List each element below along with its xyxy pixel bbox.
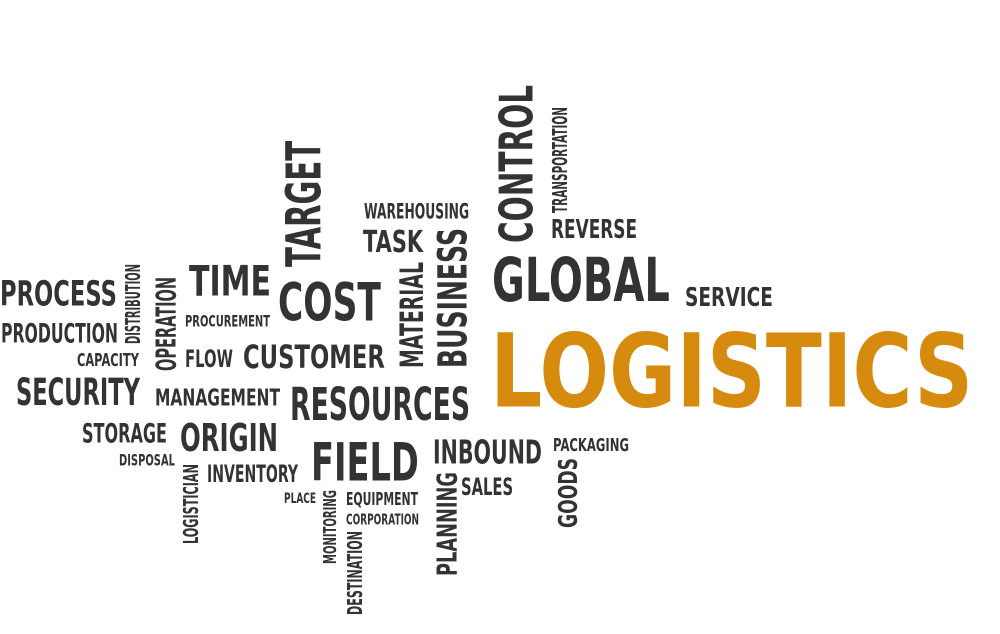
word-goods: GOODS: [552, 457, 584, 528]
word-capacity: CAPACITY: [77, 349, 139, 371]
word-destination: DESTINATION: [343, 530, 367, 615]
word-disposal: DISPOSAL: [119, 450, 175, 470]
word-procurement: PROCUREMENT: [185, 311, 270, 331]
word-production: PRODUCTION: [1, 317, 119, 350]
word-customer: CUSTOMER: [243, 338, 385, 376]
word-origin: ORIGIN: [180, 415, 279, 461]
word-task: TASK: [363, 224, 424, 260]
word-inbound: INBOUND: [433, 433, 543, 472]
word-transportation: TRANSPORTATION: [548, 106, 572, 213]
word-distribution: DISTRIBUTION: [121, 263, 145, 344]
word-global: GLOBAL: [492, 244, 670, 316]
word-management: MANAGEMENT: [155, 383, 281, 411]
word-reverse: REVERSE: [551, 213, 638, 245]
word-flow: FLOW: [185, 344, 233, 373]
word-corporation: CORPORATION: [346, 510, 420, 529]
word-operation: OPERATION: [149, 276, 183, 371]
word-packaging: PACKAGING: [553, 434, 629, 456]
word-warehousing: WAREHOUSING: [364, 199, 470, 224]
word-target: TARGET: [275, 140, 332, 267]
word-service: SERVICE: [685, 281, 773, 313]
word-material: MATERIAL: [393, 262, 431, 368]
word-storage: STORAGE: [82, 417, 168, 450]
word-time: TIME: [189, 256, 272, 306]
word-resources: RESOURCES: [290, 377, 471, 431]
word-logistics: LOGISTICS: [490, 311, 974, 432]
word-equipment: EQUIPMENT: [346, 488, 418, 510]
word-sales: SALES: [461, 472, 514, 501]
word-business: BUSINESS: [429, 227, 477, 368]
word-planning: PLANNING: [430, 472, 464, 576]
word-control: CONTROL: [489, 84, 544, 244]
word-logistician: LOGISTICIAN: [179, 464, 203, 544]
word-monitoring: MONITORING: [319, 490, 341, 564]
word-place: PLACE: [284, 489, 317, 507]
word-process: PROCESS: [0, 272, 117, 314]
word-cost: COST: [278, 271, 381, 334]
word-field: FIELD: [311, 431, 419, 494]
word-security: SECURITY: [16, 370, 140, 414]
word-inventory: INVENTORY: [207, 459, 299, 488]
